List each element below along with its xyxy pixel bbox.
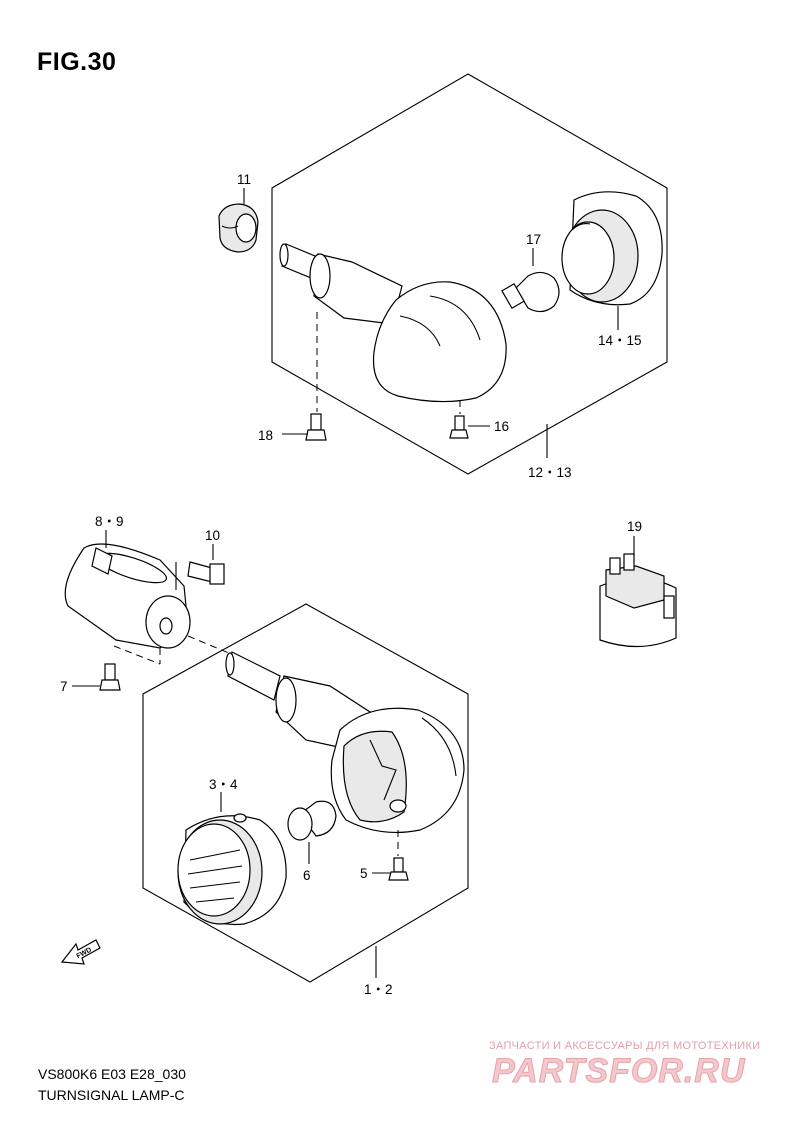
lens-lower [177,813,287,926]
callout-19: 19 [627,519,642,534]
callout-3-4: 3・4 [209,777,238,792]
bulb-lower [287,800,337,841]
screw-18 [305,413,327,441]
model-code: VS800K6 E03 E28_030 [38,1066,186,1082]
bolt-10 [187,561,225,585]
callout-18: 18 [258,428,273,443]
lower-assembly-frame [142,603,469,983]
watermark-tagline: ЗАПЧАСТИ И АКСЕССУАРЫ ДЛЯ МОТОТЕХНИКИ [489,1040,761,1052]
screw-16 [449,415,469,439]
callout-10: 10 [205,528,220,543]
grommet-part [218,203,259,253]
relay-unit [599,553,677,648]
part-name: TURNSIGNAL LAMP-C [38,1087,185,1103]
upper-turnsignal-housing [279,243,507,403]
callout-6: 6 [303,868,311,883]
callout-7: 7 [60,679,68,694]
callout-17: 17 [526,232,541,247]
lower-turnsignal-housing [225,651,465,834]
callout-8-9: 8・9 [95,514,124,529]
screw-7 [99,663,121,691]
callout-5: 5 [360,866,368,881]
forward-direction-arrow-icon [60,939,101,965]
callout-14-15: 14・15 [598,333,642,348]
callout-11: 11 [237,172,251,187]
callout-16: 16 [494,419,509,434]
lens-upper [561,191,663,306]
callout-12-13: 12・13 [528,465,572,480]
bulb-upper [501,271,560,313]
upper-assembly-frame [271,73,668,475]
callout-1-2: 1・2 [364,982,393,997]
screw-5 [388,857,409,881]
mounting-clamp [64,543,191,649]
figure-title: FIG.30 [37,48,117,76]
watermark-brand: PARTSFOR.RU [491,1052,746,1091]
